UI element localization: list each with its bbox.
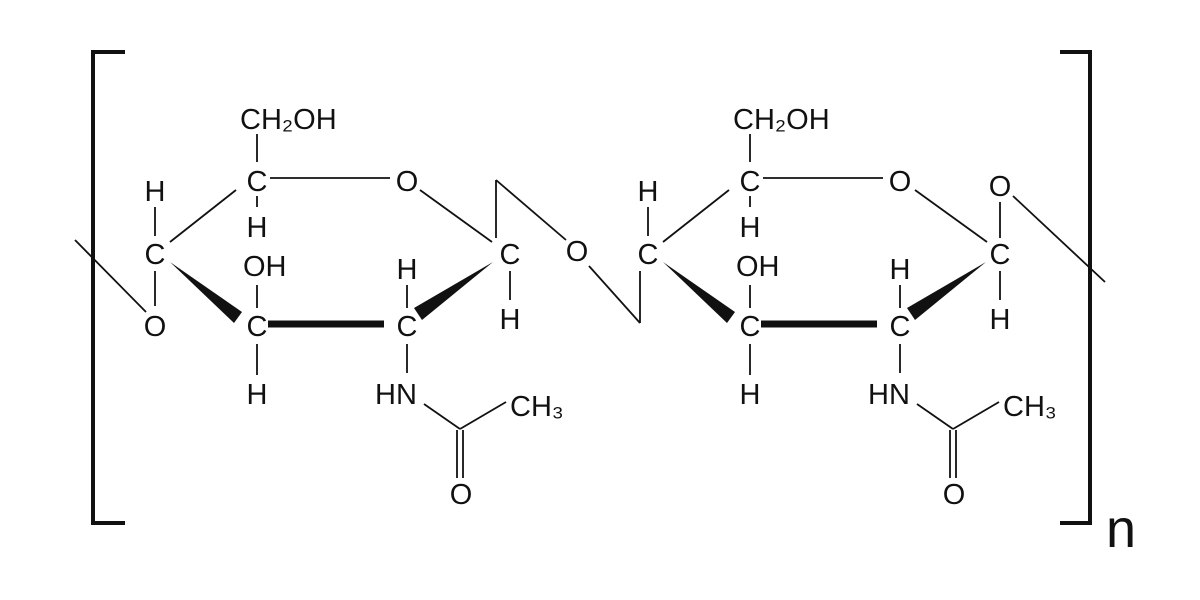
bond-n-carbonyl [423,403,461,430]
bond-oring-c5 [914,189,988,243]
methyl-group: CH₃ [510,391,564,423]
atom-c1: C [145,239,166,271]
atom-h5: H [500,304,521,336]
bond-oring-c5 [419,189,493,243]
bond-carbonyl-ch3 [952,401,1000,430]
atom-c5: C [500,239,521,271]
atom-c4: C [740,166,761,198]
bond-glyc-o-down [588,265,641,324]
atom-h4: H [740,212,761,244]
ch2oh-group: CH₂OH [733,104,830,136]
atom-h1: H [638,176,659,208]
atom-c2: C [890,311,911,343]
ring-oxygen: O [889,166,912,198]
bond-c4-c1 [662,189,730,243]
carbonyl-oxygen: O [943,479,966,511]
sugar-unit-2-end: O C H [907,171,1106,336]
bond-n-carbonyl [916,403,954,430]
glycosidic-oxygen: O [566,236,589,268]
atom-c3: C [247,311,268,343]
wedge-bond-c5-c2 [907,262,986,320]
ring-oxygen: O [396,166,419,198]
atom-h2: H [890,254,911,286]
link-oxygen: O [989,171,1012,203]
atom-h5: H [990,304,1011,336]
repeat-subscript: n [1106,499,1136,559]
atom-h4: H [247,212,268,244]
atom-h1: H [145,176,166,208]
ring-unit-2: CH₂OH C H O H C OH C H H C HN CH₃ O [638,104,1057,511]
atom-h3: H [740,379,761,411]
hydroxyl-group: OH [736,251,780,283]
link-oxygen: O [144,311,167,343]
right-bracket [1060,50,1092,525]
hydroxyl-group: OH [243,251,287,283]
left-bracket [91,50,125,525]
atom-c2: C [397,311,418,343]
atom-c1: C [638,239,659,271]
bond-to-glycosidic-o [495,179,567,241]
ring-unit-1: CH₂OH C H O H C OH C H H C HN CH₃ O [145,104,564,511]
atom-c4: C [247,166,268,198]
atom-h2: H [397,254,418,286]
amide-nh: HN [375,379,417,411]
chain-bond-in [74,239,147,313]
wedge-bond-c1-c3 [170,262,242,323]
amide-nh: HN [868,379,910,411]
carbonyl-oxygen: O [450,479,473,511]
atom-c3: C [740,311,761,343]
methyl-group: CH₃ [1003,391,1057,423]
atom-h3: H [247,379,268,411]
bond-carbonyl-ch3 [459,401,507,430]
ch2oh-group: CH₂OH [240,104,337,136]
wedge-bond-c1-c3 [663,262,735,323]
atom-c5: C [990,239,1011,271]
sugar-unit-1: O C H [74,179,567,343]
bond-c4-c1 [169,189,237,243]
wedge-bond-c5-c2 [414,262,493,320]
chain-bond-out [1012,195,1106,283]
